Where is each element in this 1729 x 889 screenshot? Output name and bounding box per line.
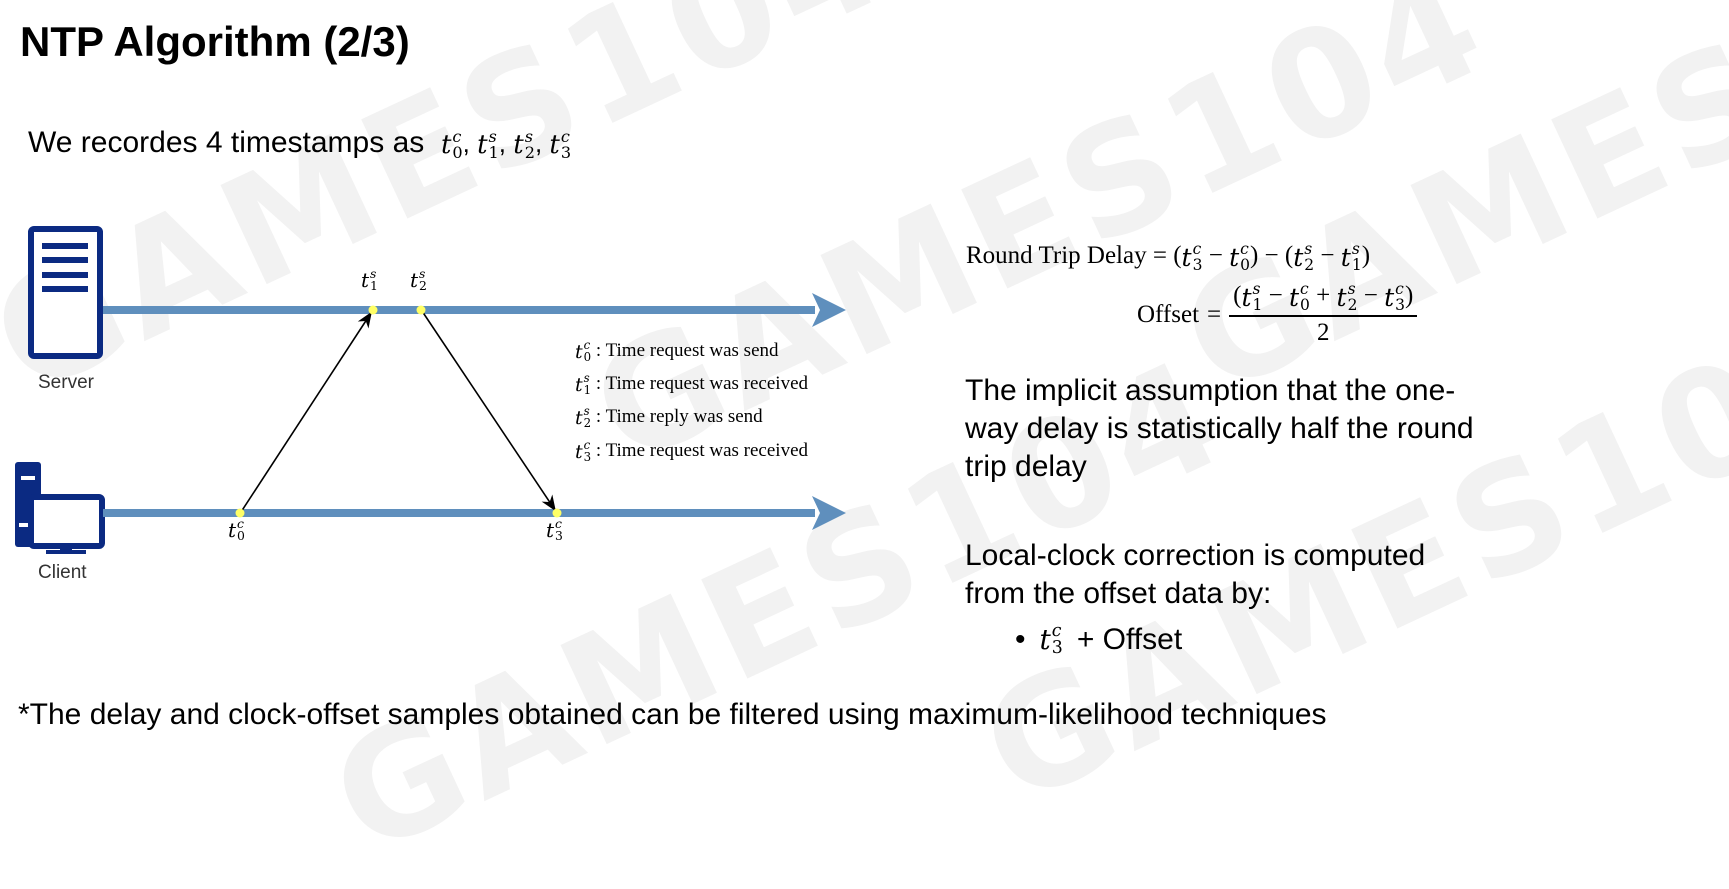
point-t2s	[416, 305, 426, 315]
server-timeline	[103, 293, 846, 327]
reply-arrow	[421, 310, 556, 512]
client-timeline	[103, 496, 846, 530]
point-t1s	[368, 305, 378, 315]
request-arrow	[240, 311, 372, 513]
footnote: *The delay and clock-offset samples obta…	[18, 698, 1327, 731]
point-t0c	[235, 508, 245, 518]
slide-title: NTP Algorithm (2/3)	[20, 18, 410, 65]
server-icon	[28, 226, 103, 359]
client-label: Client	[38, 562, 87, 583]
assumption-paragraph: The implicit assumption that the one-way…	[965, 374, 1474, 483]
client-icon	[15, 462, 105, 554]
subtitle-text: We recordes 4 timestamps as	[28, 126, 425, 159]
server-label: Server	[38, 372, 94, 393]
point-t3c	[552, 508, 562, 518]
bullet-icon: •	[1015, 622, 1026, 656]
ntp-diagram	[15, 226, 846, 554]
